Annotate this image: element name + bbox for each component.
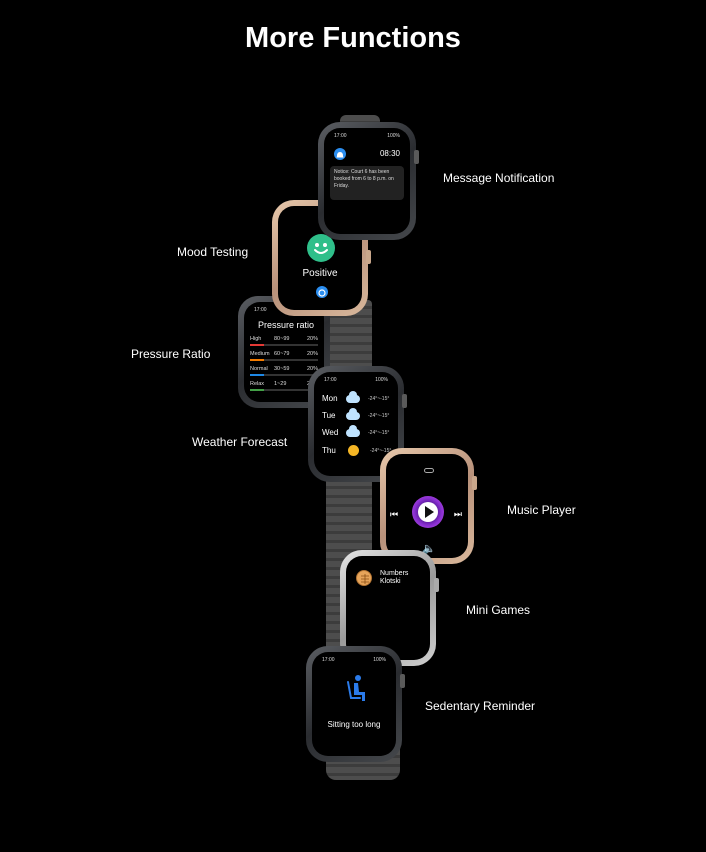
pressure-percent: 20% <box>306 351 318 357</box>
status-time: 17:00 <box>322 657 335 663</box>
music-watch-crown <box>472 476 477 490</box>
pressure-bar <box>250 389 318 391</box>
status-time: 17:00 <box>324 377 337 383</box>
pressure-level: Relax <box>250 381 265 387</box>
previous-icon[interactable]: ⏮ <box>390 509 399 519</box>
cloud-icon <box>346 424 360 437</box>
volume-icon[interactable]: 🔈 <box>422 543 436 555</box>
games-watch-crown <box>434 578 439 592</box>
label-music-player: Music Player <box>507 503 576 517</box>
pressure-bar-fill <box>250 359 264 361</box>
refresh-icon[interactable] <box>316 286 328 298</box>
music-watch: ⏮ ⏭ 🔈 <box>380 448 474 564</box>
message-watch: 17:00 100% 08:30 Notice: Court 6 has bee… <box>318 122 416 240</box>
pressure-level: Medium <box>250 351 270 357</box>
status-time: 17:00 <box>254 307 267 313</box>
sedentary-watch-crown <box>400 674 405 688</box>
label-mood-testing: Mood Testing <box>177 245 249 259</box>
pressure-range: 30~59 <box>274 366 290 372</box>
weather-temp: -24°~-15° <box>368 395 390 402</box>
label-sedentary-reminder: Sedentary Reminder <box>425 699 536 713</box>
pressure-title: Pressure ratio <box>258 320 315 330</box>
message-watch-crown <box>414 150 419 164</box>
pressure-bar <box>250 359 318 361</box>
bell-icon <box>334 148 346 160</box>
notification-text[interactable]: Notice: Court 6 has been booked from 6 t… <box>330 166 404 200</box>
game-name-line1: Numbers <box>380 570 409 577</box>
pressure-bar-fill <box>250 389 264 391</box>
message-screen: 17:00 100% 08:30 Notice: Court 6 has bee… <box>324 128 410 234</box>
mood-watch-crown <box>366 250 371 264</box>
pressure-percent: 20% <box>306 366 318 372</box>
page-title: More Functions <box>245 22 461 54</box>
loop-icon[interactable] <box>424 468 434 473</box>
play-button[interactable] <box>412 496 444 528</box>
sedentary-screen: 17:00 100% Sitting too long <box>312 652 396 756</box>
game-title[interactable]: Numbers Klotski <box>380 570 408 586</box>
weather-temp: -24°~-15° <box>368 429 390 436</box>
battery-text: 100% <box>373 657 386 663</box>
pressure-bar-fill <box>250 344 264 346</box>
sitting-person-icon <box>344 674 368 704</box>
pressure-row: Medium 60~79 20% <box>250 351 318 365</box>
pressure-bar <box>250 344 318 346</box>
label-pressure-ratio: Pressure Ratio <box>131 347 211 361</box>
pressure-percent: 20% <box>306 336 318 342</box>
cloud-icon <box>346 407 360 420</box>
pressure-range: 80~99 <box>274 336 290 342</box>
next-icon[interactable]: ⏭ <box>453 509 462 519</box>
pressure-row: High 80~99 20% <box>250 336 318 350</box>
weather-day: Mon <box>322 394 338 403</box>
weather-day: Thu <box>322 446 336 455</box>
pressure-range: 1~29 <box>274 381 287 387</box>
weather-row: Tue -24°~-15° <box>322 407 392 420</box>
games-screen: Numbers Klotski <box>346 556 430 660</box>
weather-temp: -24°~-15° <box>368 412 390 419</box>
pressure-bar <box>250 374 318 376</box>
status-time: 17:00 <box>334 133 347 139</box>
weather-day: Tue <box>322 411 336 420</box>
pressure-bar-fill <box>250 374 264 376</box>
music-screen: ⏮ ⏭ 🔈 <box>386 454 468 558</box>
sun-icon <box>348 445 359 456</box>
game-name-line2: Klotski <box>380 578 401 585</box>
smiley-icon <box>307 234 335 262</box>
message-time: 08:30 <box>379 149 400 158</box>
cloud-icon <box>346 390 360 403</box>
pressure-row: Normal 30~59 20% <box>250 366 318 380</box>
weather-watch-crown <box>402 394 407 408</box>
battery-text: 100% <box>387 133 400 139</box>
sedentary-text: Sitting too long <box>327 720 381 729</box>
pressure-range: 60~79 <box>274 351 290 357</box>
weather-temp: -24°~-15° <box>370 447 392 454</box>
weather-row: Mon -24°~-15° <box>322 390 392 403</box>
label-message-notification: Message Notification <box>443 171 555 185</box>
sedentary-watch: 17:00 100% Sitting too long <box>306 646 402 762</box>
weather-day: Wed <box>322 428 339 437</box>
label-weather-forecast: Weather Forecast <box>192 435 288 449</box>
play-icon <box>425 506 434 518</box>
brain-icon[interactable] <box>356 570 372 586</box>
mood-result: Positive <box>302 268 338 279</box>
weather-row: Wed -24°~-15° <box>322 424 392 437</box>
pressure-level: High <box>250 336 262 342</box>
weather-row: Thu -24°~-15° <box>322 445 392 456</box>
pressure-level: Normal <box>250 366 268 372</box>
label-mini-games: Mini Games <box>466 603 531 617</box>
battery-text: 100% <box>375 377 388 383</box>
